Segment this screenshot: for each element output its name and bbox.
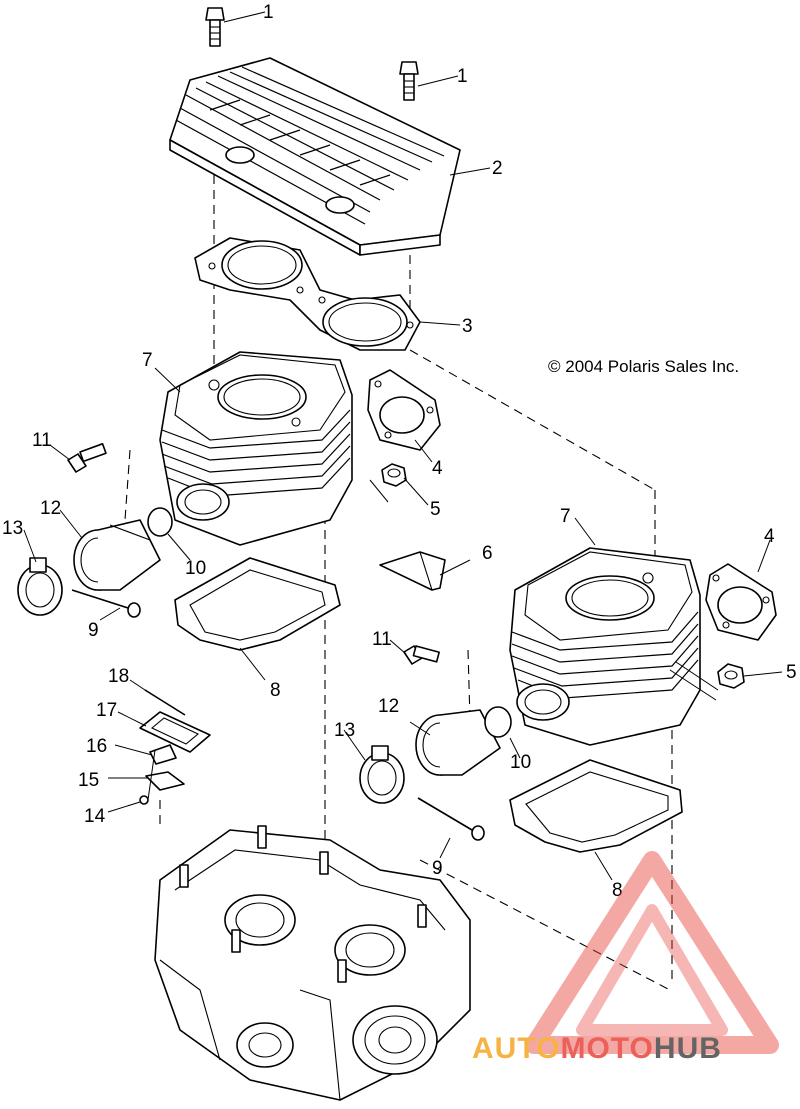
callout-18: 18 (108, 666, 129, 687)
callout-4-right: 4 (764, 526, 775, 547)
callout-4-left: 4 (432, 458, 443, 479)
callout-5-left: 5 (430, 499, 441, 520)
callout-9-right: 9 (432, 858, 443, 879)
callout-15: 15 (78, 770, 99, 791)
callout-7-right: 7 (560, 506, 571, 527)
intake-bolt-right (403, 645, 440, 665)
callout-7-left: 7 (142, 350, 153, 371)
clamp-left (17, 557, 63, 616)
callout-1-top: 1 (263, 2, 274, 23)
crankcase (154, 825, 471, 1101)
cylinder-head (169, 57, 461, 256)
callout-11-right: 11 (372, 629, 392, 650)
intake-bolt-left (67, 442, 107, 473)
base-gasket-right (509, 759, 683, 853)
callout-13-left: 13 (2, 518, 23, 539)
callout-8-right: 8 (612, 880, 623, 901)
nut-right (669, 661, 745, 701)
callout-labels: 1 1 2 3 7 4 11 5 12 13 10 9 8 6 7 4 5 11… (2, 2, 797, 901)
callout-5-right: 5 (786, 662, 797, 683)
deflector (379, 551, 446, 591)
callout-2: 2 (492, 158, 503, 179)
logo-wordmark: AUTOMOTOHUB (472, 1032, 722, 1065)
exhaust-gasket-right (705, 563, 777, 641)
callout-9-left: 9 (88, 620, 99, 641)
logo-wordmark-auto: AUTO (472, 1032, 560, 1065)
callout-10-right: 10 (510, 752, 531, 773)
callout-10-left: 10 (185, 558, 206, 579)
callout-3: 3 (462, 316, 473, 337)
reed-valve-assembly (139, 689, 211, 805)
clamp-screw-right (417, 797, 485, 841)
callout-16: 16 (86, 736, 107, 757)
exhaust-gasket-left (367, 369, 441, 451)
logo-wordmark-hub: HUB (654, 1032, 722, 1065)
callout-6: 6 (482, 543, 493, 564)
intake-boot-left (73, 519, 161, 591)
nut-left (381, 463, 407, 487)
cylinder-right (509, 547, 701, 746)
base-gasket-left (174, 557, 341, 651)
callout-12-left: 12 (40, 498, 61, 519)
head-gasket (194, 237, 421, 351)
o-ring-right (484, 706, 512, 738)
logo-wordmark-moto: MOTO (560, 1032, 653, 1065)
clamp-right (359, 745, 405, 804)
automotohub-logo: AUTOMOTOHUB (472, 851, 779, 1065)
callout-11-left: 11 (32, 430, 52, 451)
copyright-notice: © 2004 Polaris Sales Inc. (548, 357, 739, 376)
callout-14: 14 (84, 806, 106, 827)
cylinder-left (159, 351, 353, 546)
clamp-screw-left (71, 589, 141, 618)
callout-13-right: 13 (334, 720, 355, 741)
logo-triangle-icon (525, 851, 779, 1054)
callout-12-right: 12 (378, 696, 399, 717)
head-bolt-left (205, 7, 225, 47)
callout-17: 17 (96, 700, 117, 721)
head-bolt-right (399, 61, 419, 101)
alignment-lines (124, 160, 673, 991)
callout-1-right: 1 (457, 66, 468, 87)
o-ring-left (147, 507, 173, 537)
leader-lines (23, 11, 783, 881)
callout-8-left: 8 (270, 680, 281, 701)
